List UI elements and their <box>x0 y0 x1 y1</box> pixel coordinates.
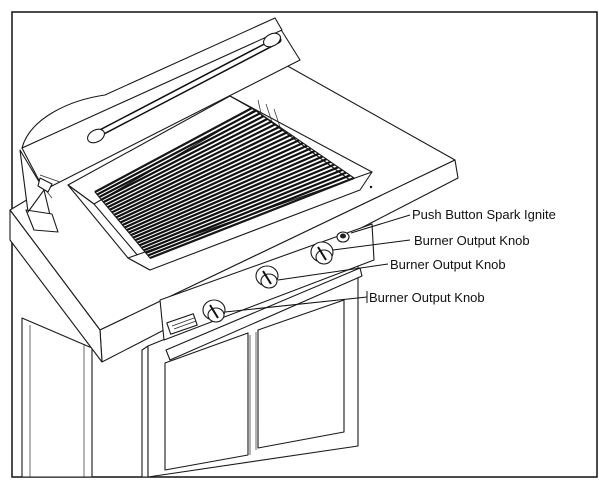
figure-border <box>11 11 598 478</box>
label-burner-knob-left: Burner Output Knob <box>369 290 485 305</box>
grate-bar <box>111 128 284 214</box>
grate-bar <box>115 133 292 219</box>
grate-bar <box>143 168 343 252</box>
grate-bar <box>147 174 351 257</box>
grate-frame <box>94 107 355 259</box>
grate-bar <box>96 109 257 196</box>
grate-bar <box>145 171 347 254</box>
grate-bar <box>122 141 304 227</box>
leader-knob-left <box>224 296 368 313</box>
grate-bar <box>113 131 288 216</box>
label-burner-knob-right: Burner Output Knob <box>414 233 530 248</box>
cart-cabinet <box>21 259 363 478</box>
grate-bar <box>102 117 269 204</box>
grate-bar <box>134 158 327 242</box>
grate-bar <box>105 120 273 206</box>
grate-bar <box>109 125 280 211</box>
grate-bar <box>100 115 265 201</box>
cooking-grate <box>94 107 355 260</box>
grate-bar <box>141 166 339 249</box>
label-burner-knob-middle: Burner Output Knob <box>390 257 506 272</box>
grate-bar <box>130 152 320 237</box>
grate-bar <box>139 163 335 247</box>
leader-lines <box>224 214 411 313</box>
grate-bar <box>119 139 300 224</box>
leader-spark-igniter <box>350 214 411 234</box>
grate-bar <box>117 136 296 221</box>
spark-igniter-button[interactable] <box>336 231 350 243</box>
leader-knob-middle <box>277 263 389 281</box>
grate-bar <box>124 144 308 229</box>
burner-knob-right[interactable] <box>310 241 334 265</box>
leader-knob-right <box>332 239 411 251</box>
grate-bar <box>126 147 312 232</box>
grate-bar <box>128 150 316 234</box>
label-spark-igniter: Push Button Spark Ignite <box>412 207 556 222</box>
burner-knob-middle[interactable] <box>255 265 279 289</box>
burner-knob-left[interactable] <box>202 299 226 323</box>
grill-hood <box>19 17 301 233</box>
grate-bar <box>98 112 261 199</box>
grate-bar <box>132 155 324 239</box>
grate-bar <box>136 160 331 244</box>
grate-bar <box>107 123 277 209</box>
